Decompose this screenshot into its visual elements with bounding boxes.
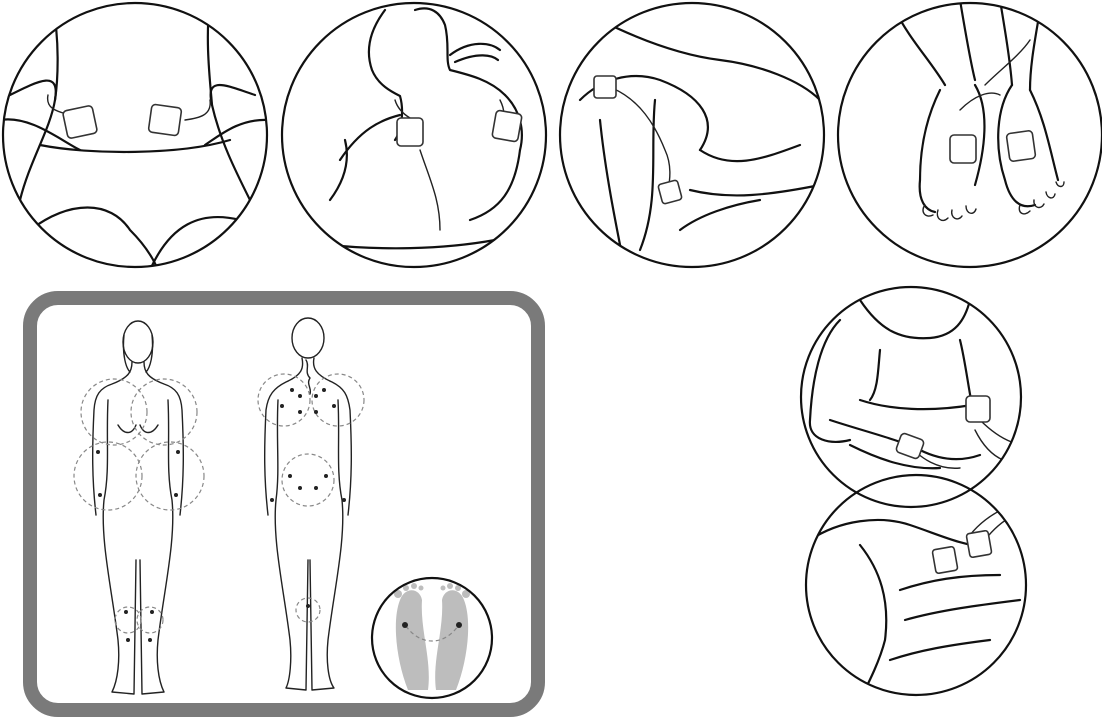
soles-circle bbox=[372, 578, 492, 698]
lower-back-panel bbox=[0, 0, 270, 280]
lower-back-circle bbox=[3, 3, 267, 267]
electrode-pad bbox=[932, 546, 958, 573]
electrode-pad bbox=[492, 110, 522, 142]
electrode-pad bbox=[658, 180, 682, 204]
soles-inset bbox=[372, 578, 492, 698]
acupoint-chart-panel bbox=[30, 298, 538, 710]
knee-panel bbox=[560, 3, 824, 270]
thigh-panel bbox=[806, 475, 1050, 700]
feet-panel bbox=[838, 0, 1102, 267]
neck-shoulders-panel bbox=[282, 3, 546, 267]
knee-circle bbox=[560, 3, 824, 267]
electrode-pad bbox=[950, 135, 976, 163]
electrode-pad bbox=[966, 396, 990, 422]
electrode-pad bbox=[966, 530, 992, 557]
electrode-pad bbox=[1006, 130, 1036, 161]
electrode-pad bbox=[594, 76, 616, 98]
front-figure bbox=[74, 321, 204, 694]
electrode-pad bbox=[148, 104, 182, 136]
back-figure bbox=[258, 318, 364, 690]
electrode-pad bbox=[62, 105, 97, 139]
arm-panel bbox=[801, 287, 1050, 507]
electrode-pad bbox=[397, 118, 423, 146]
